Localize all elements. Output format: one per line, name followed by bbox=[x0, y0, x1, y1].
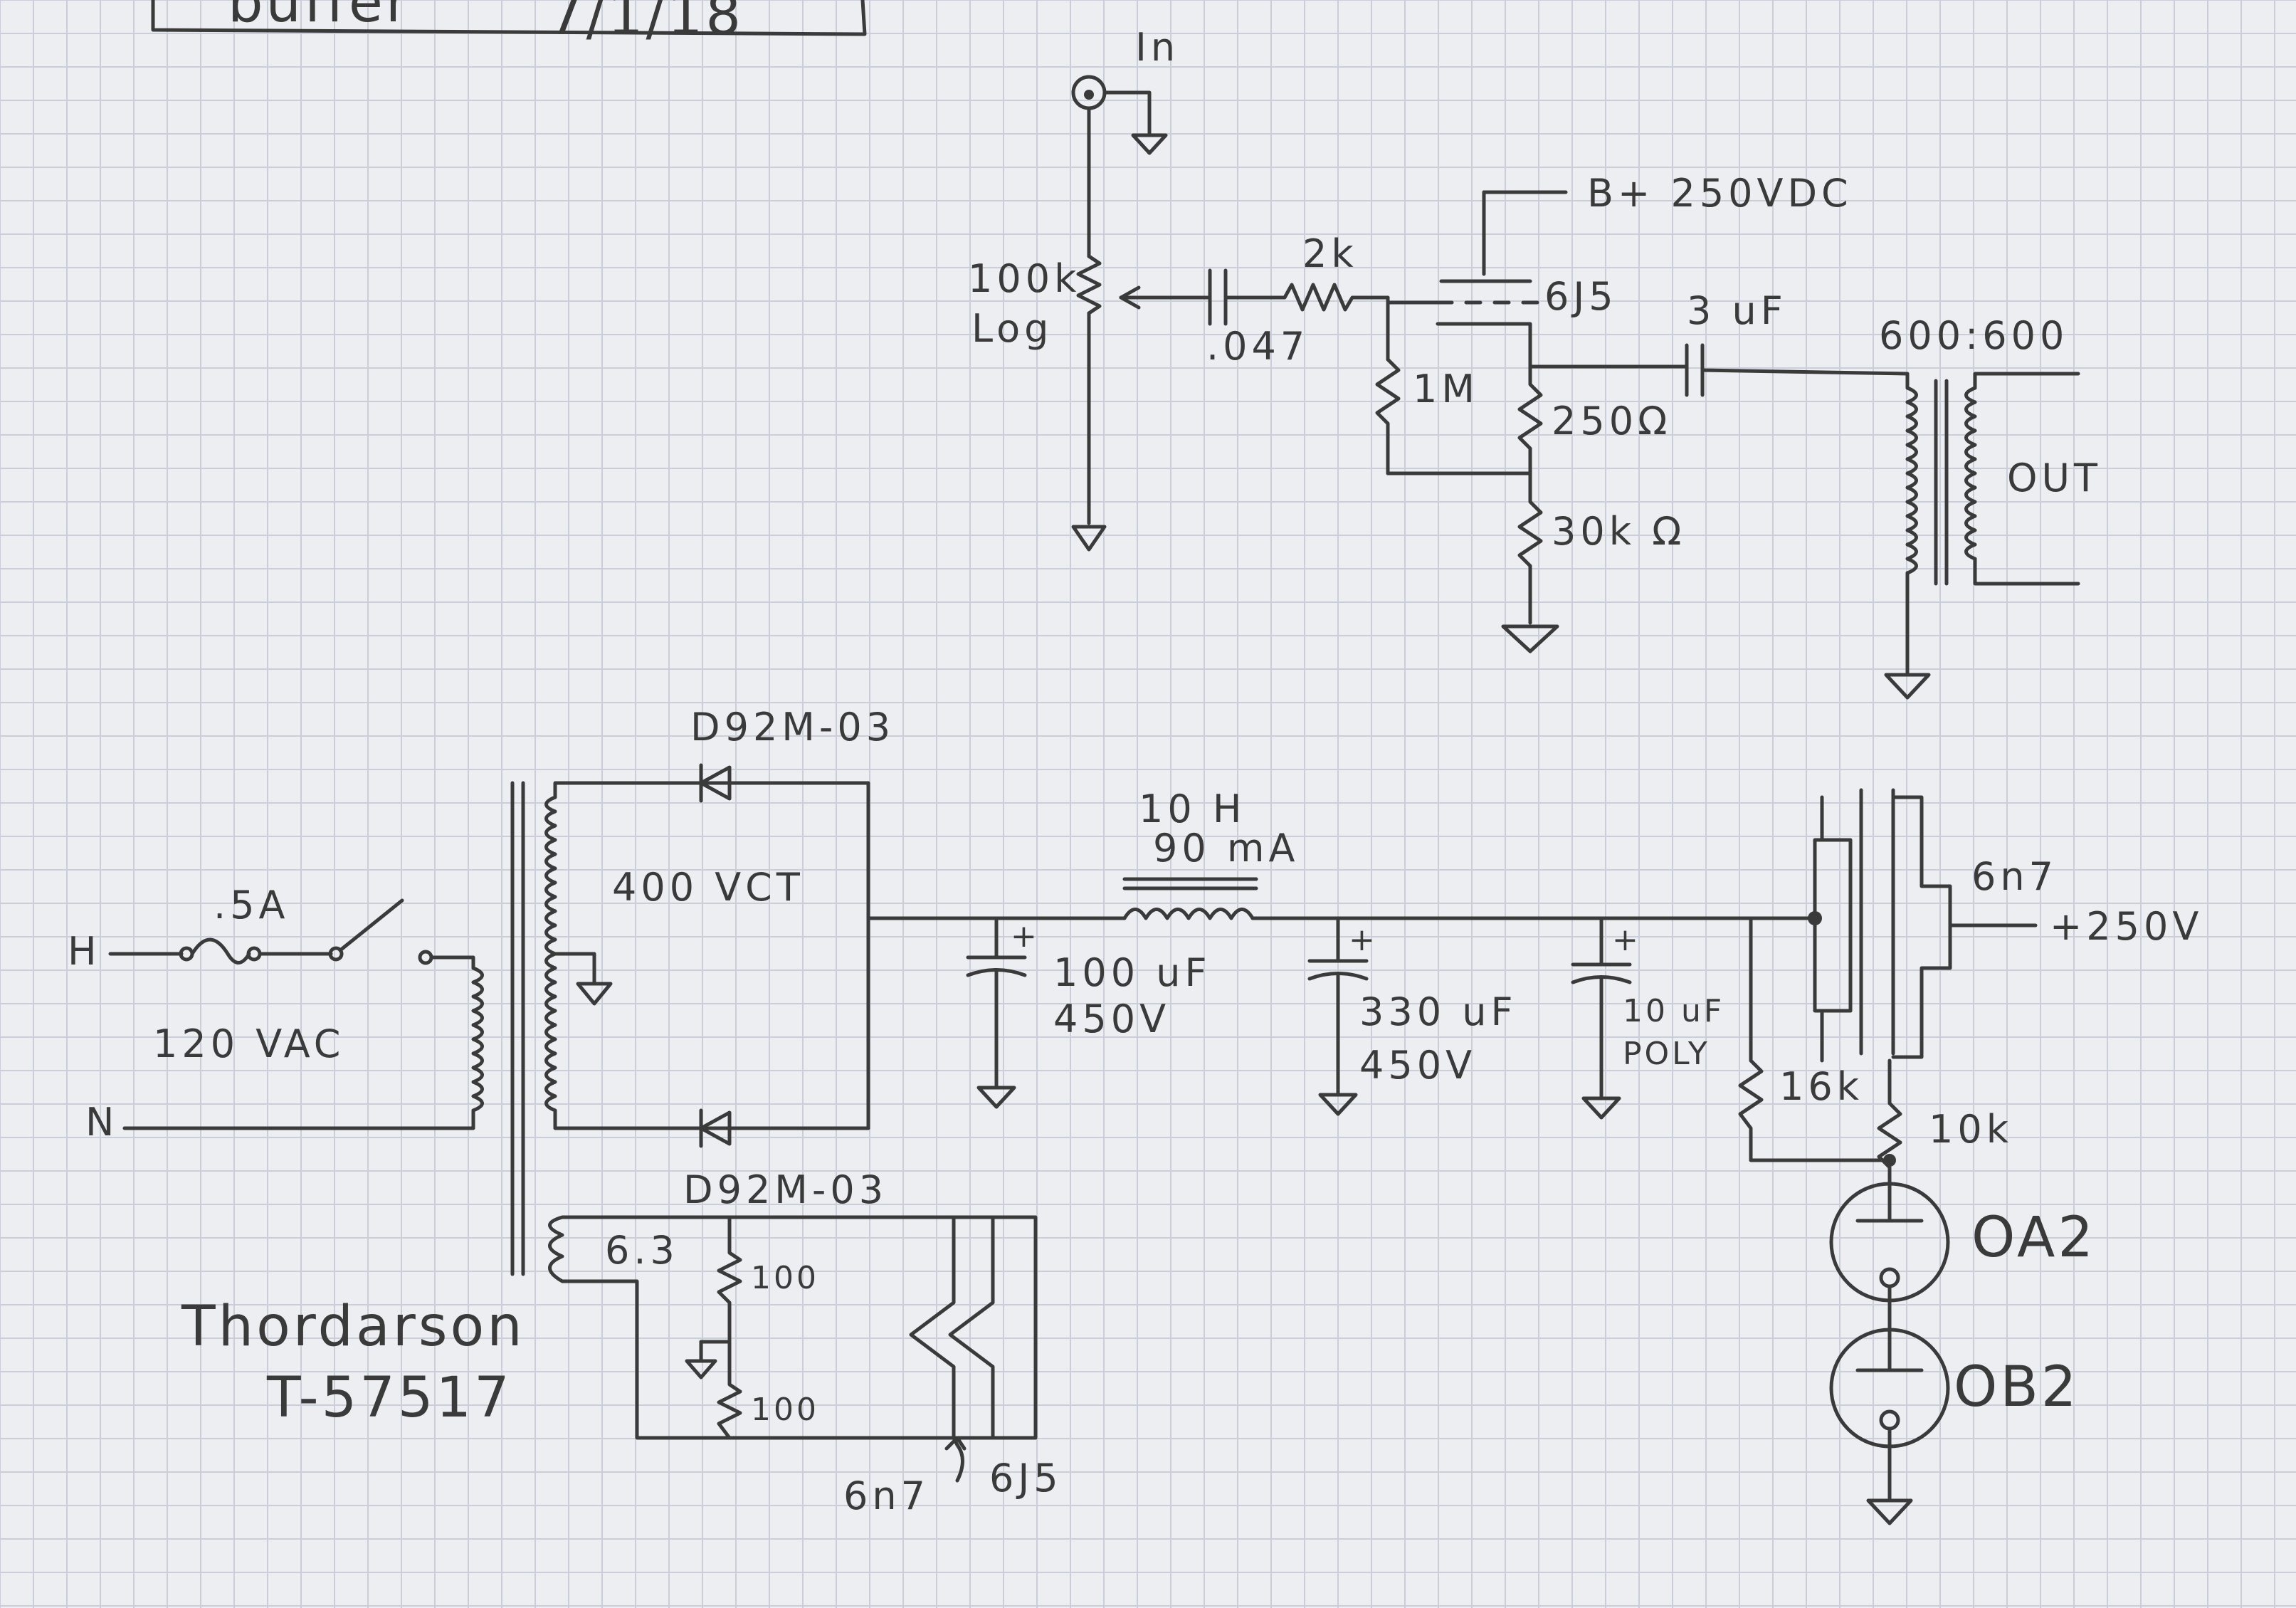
line-h-label: H bbox=[68, 929, 101, 974]
ground-icon bbox=[1501, 624, 1559, 653]
cap3-value: 10 uF bbox=[1623, 993, 1724, 1029]
cap1-voltage: 450V bbox=[1053, 997, 1170, 1041]
line-n-label: N bbox=[85, 1100, 118, 1145]
ground-icon bbox=[685, 1359, 717, 1380]
vr-tube-ob2-label: OB2 bbox=[1954, 1355, 2080, 1419]
mains-input: H N .5A 120 VAC bbox=[68, 883, 475, 1145]
transformer-part: T-57517 bbox=[266, 1366, 512, 1430]
r16k-label: 16k bbox=[1779, 1064, 1863, 1109]
output-cap-value: 3 uF bbox=[1687, 288, 1787, 333]
grid-leak-value: 1M bbox=[1413, 367, 1479, 411]
capacitor-icon bbox=[1208, 268, 1228, 326]
regulator-tube-label: 6n7 bbox=[1971, 854, 2058, 899]
power-transformer: 400 VCT D92M-03 D92M-03 6.3 Thordarson T… bbox=[181, 705, 1038, 1440]
core-icon bbox=[510, 781, 525, 1276]
cap2-value: 330 uF bbox=[1359, 989, 1517, 1034]
filter-chain: 10 H 90 mA + 100 uF 450V + 330 uF 450V +… bbox=[866, 787, 1771, 1120]
cap1-value: 100 uF bbox=[1053, 950, 1211, 995]
title-text: buffer bbox=[228, 0, 411, 35]
choke-inductance: 10 H bbox=[1139, 787, 1246, 831]
cap3-type: POLY bbox=[1623, 1036, 1710, 1072]
pot-taper: Log bbox=[971, 306, 1053, 351]
wiper-arrow-icon bbox=[1119, 285, 1141, 310]
heater-r-top: 100 bbox=[751, 1260, 819, 1296]
regulated-output: +250V bbox=[2050, 904, 2203, 949]
ground-icon bbox=[1884, 673, 1931, 700]
input-label: In bbox=[1135, 25, 1179, 70]
ground-icon bbox=[576, 982, 613, 1006]
transformer-make: Thordarson bbox=[181, 1295, 525, 1359]
mains-voltage: 120 VAC bbox=[153, 1021, 344, 1066]
fuse-icon bbox=[190, 937, 251, 965]
ground-icon bbox=[1581, 1096, 1621, 1120]
input-coupling: .047 2k bbox=[1201, 231, 1390, 369]
choke-current: 90 mA bbox=[1153, 826, 1299, 871]
cathode-r-value: 250Ω bbox=[1552, 399, 1671, 443]
cathode-icon bbox=[1436, 322, 1532, 365]
fuse-rating: .5A bbox=[214, 883, 289, 928]
diode-top-icon bbox=[699, 763, 732, 803]
volume-pot: 100k Log bbox=[968, 106, 1205, 552]
diode-bottom-label: D92M-03 bbox=[683, 1167, 888, 1212]
ground-icon bbox=[1866, 1498, 1913, 1525]
coupling-cap-value: .047 bbox=[1206, 324, 1309, 369]
vr-tube-oa2-label: OA2 bbox=[1971, 1206, 2096, 1270]
heater-voltage: 6.3 bbox=[605, 1228, 679, 1273]
core-icon bbox=[1934, 379, 1949, 586]
output-transformer: 600:600 OUT bbox=[1879, 313, 2102, 700]
bplus-label: B+ 250VDC bbox=[1587, 171, 1853, 216]
cap3-plus: + bbox=[1612, 922, 1641, 958]
date-text: 7/1/18 bbox=[548, 0, 744, 48]
diode-top-label: D92M-03 bbox=[690, 705, 895, 750]
regulator: 6n7 +250V 16k 10k OA2 OB2 bbox=[1738, 788, 2203, 1525]
transformer-ratio: 600:600 bbox=[1879, 313, 2068, 358]
capacitor-icon bbox=[1685, 343, 1705, 397]
pot-value: 100k bbox=[968, 256, 1080, 301]
choke-core-icon bbox=[1122, 877, 1258, 890]
diode-bottom-icon bbox=[699, 1108, 732, 1148]
ground-icon bbox=[1071, 525, 1107, 552]
grid-stop-value: 2k bbox=[1302, 231, 1358, 276]
cap1-plus: + bbox=[1011, 918, 1040, 955]
secondary-voltage: 400 VCT bbox=[612, 865, 804, 910]
heater-circuit: 100 100 6n7 6J5 bbox=[685, 1215, 1063, 1518]
ground-icon bbox=[976, 1086, 1016, 1109]
preamp-tube-label: 6J5 bbox=[1544, 274, 1618, 319]
heater-tubes-right: 6J5 bbox=[989, 1456, 1063, 1501]
cap2-voltage: 450V bbox=[1359, 1043, 1476, 1088]
arrow-icon bbox=[944, 1436, 967, 1483]
bias-r-value: 30k Ω bbox=[1552, 509, 1685, 554]
title-box: buffer 7/1/18 bbox=[151, 0, 867, 48]
ground-icon bbox=[1318, 1093, 1358, 1116]
cap2-plus: + bbox=[1349, 922, 1378, 958]
r10k-label: 10k bbox=[1929, 1107, 2013, 1152]
heater-r-bottom: 100 bbox=[751, 1392, 819, 1428]
tube-element-icon bbox=[1820, 788, 1895, 1056]
preamp-stage: B+ 250VDC 6J5 1M 250Ω 30k Ω 3 uF bbox=[1375, 171, 1910, 653]
heater-tubes-left: 6n7 bbox=[843, 1473, 930, 1518]
output-label: OUT bbox=[2007, 456, 2102, 500]
ground-icon bbox=[1131, 133, 1168, 155]
switch-icon bbox=[338, 898, 404, 952]
